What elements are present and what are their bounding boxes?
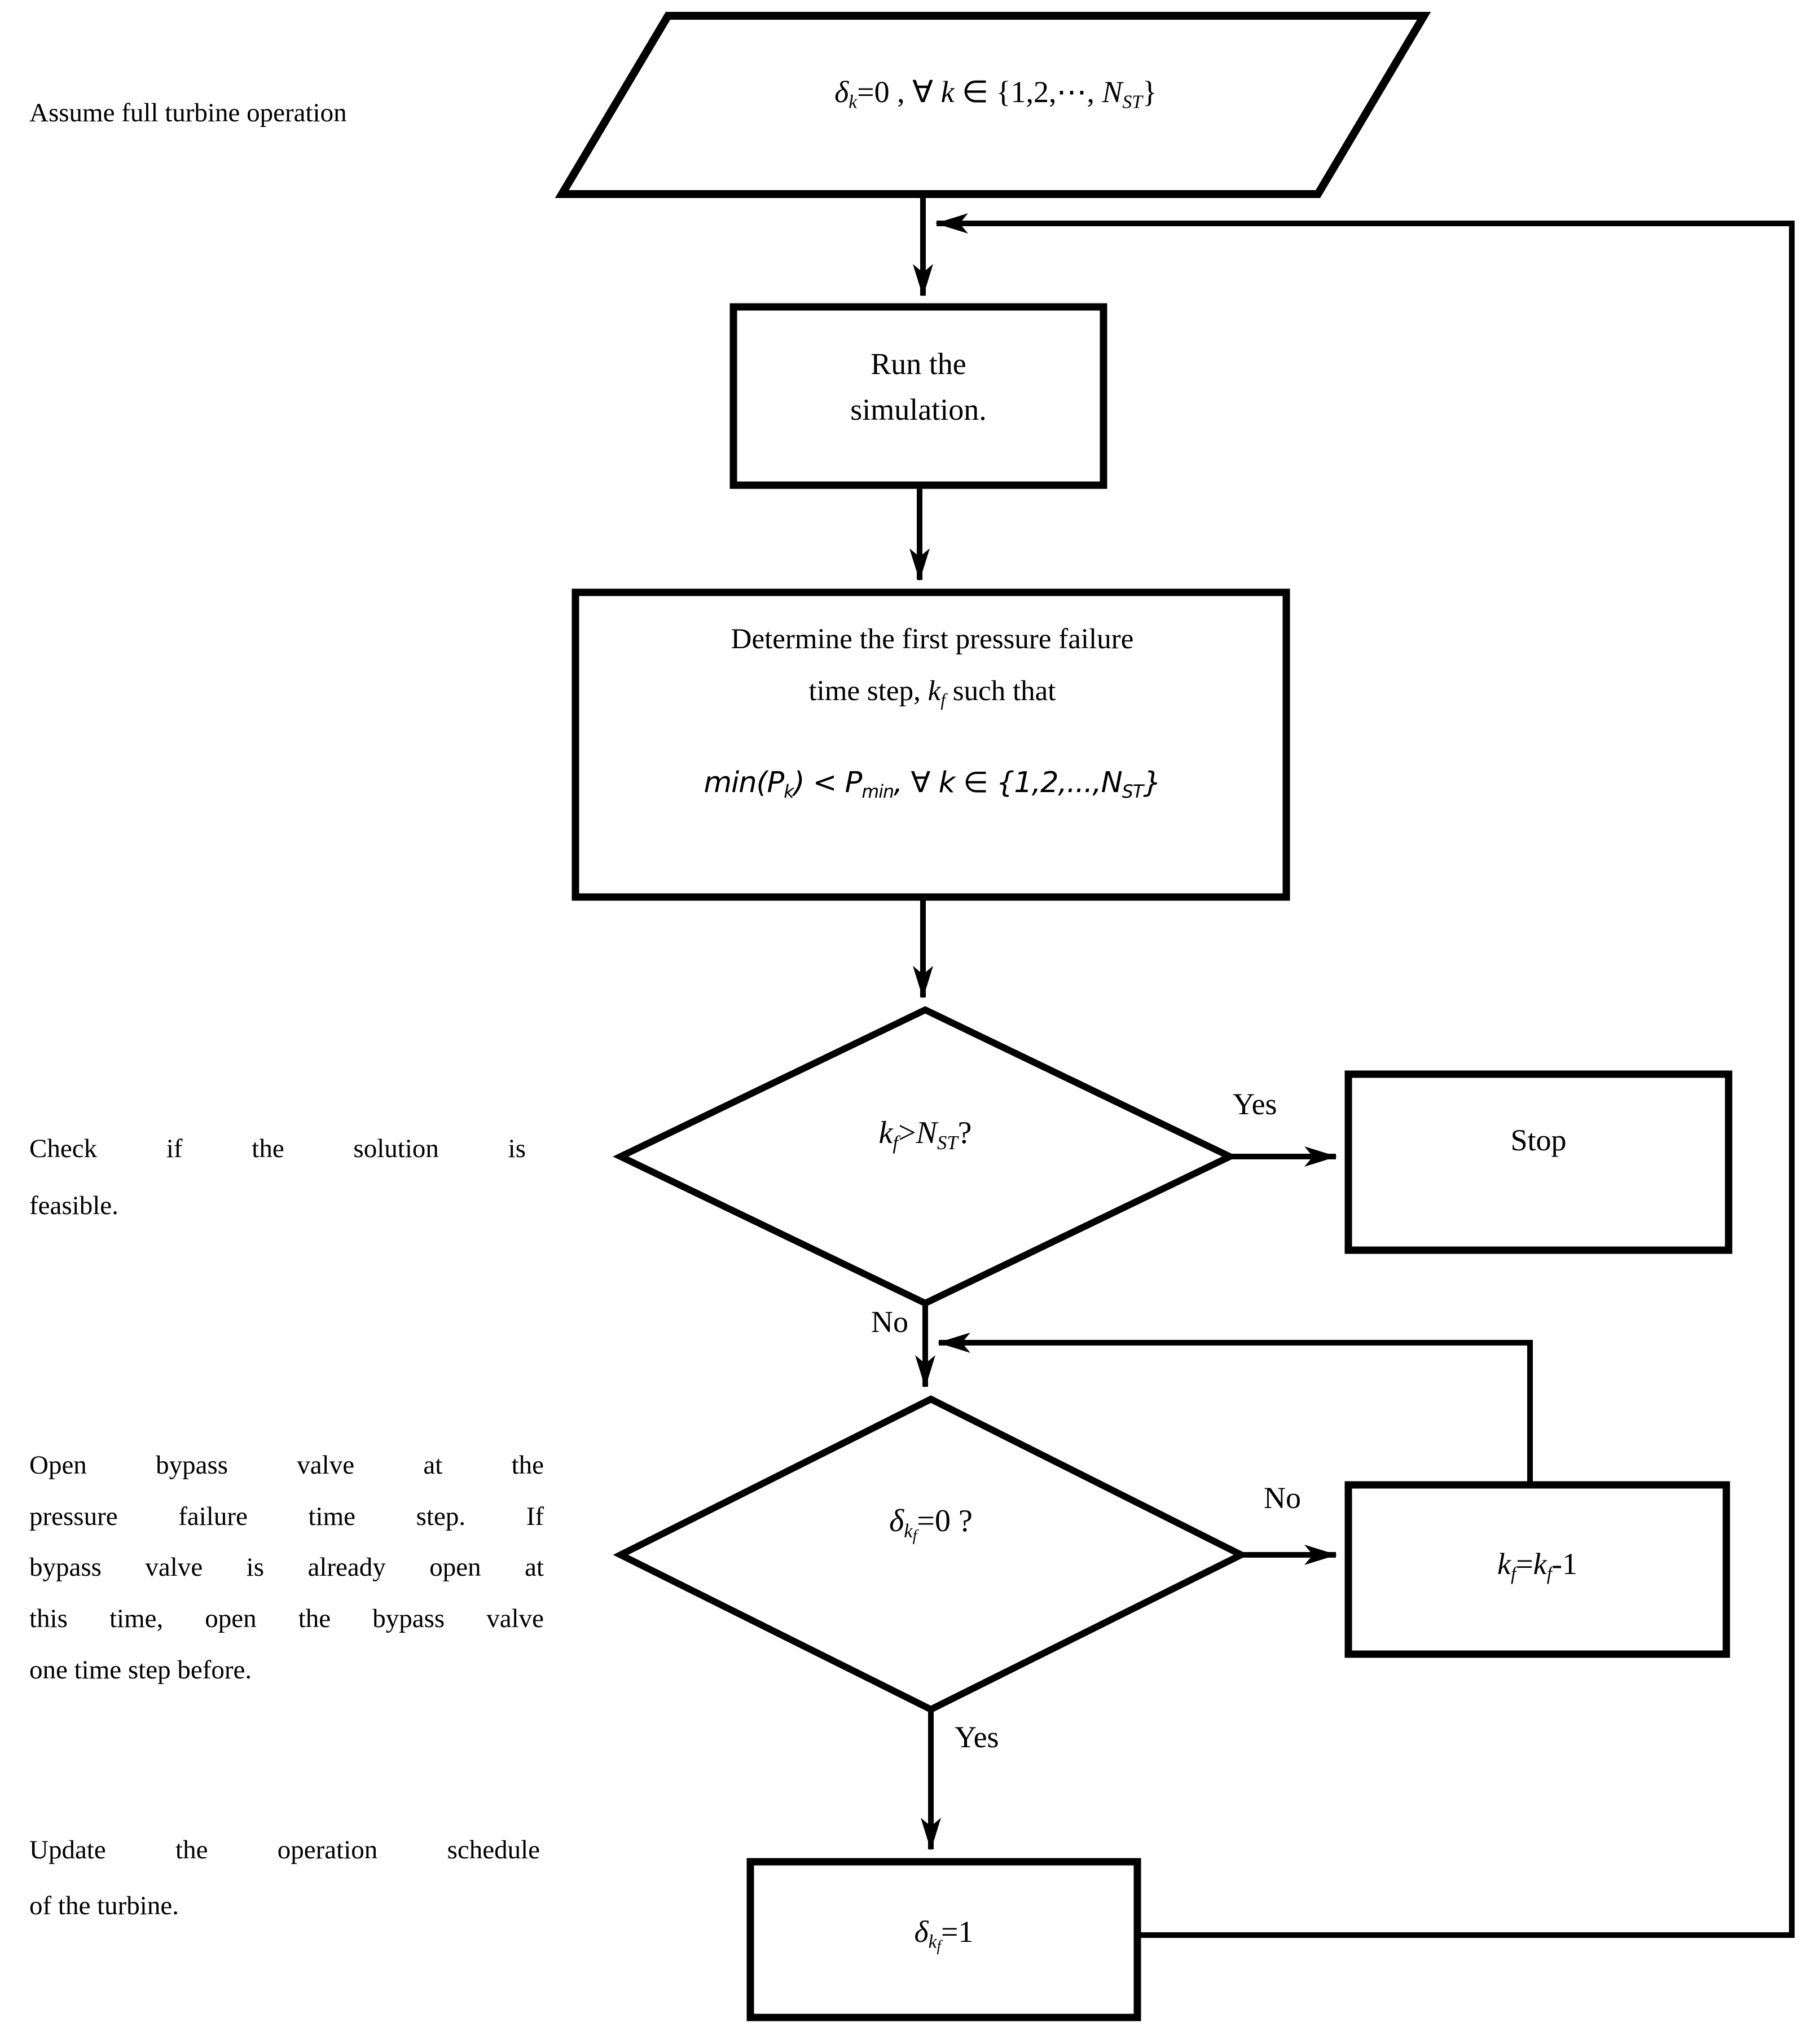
determine-formula: min(Pk) < Pmin, ∀ k ∈ {1,2,...,NST} bbox=[704, 766, 1161, 802]
note-assume-full-turbine: Assume full turbine operation bbox=[29, 98, 347, 128]
feasible-check-label: kf>NST? bbox=[878, 1115, 972, 1154]
decrement-kf-label: kf=kf-1 bbox=[1497, 1547, 1577, 1585]
init-label: δk=0 , ∀ k ∈ {1,2,⋯, NST} bbox=[834, 74, 1157, 113]
parallelogram-init bbox=[555, 12, 1431, 198]
edge-label-yes-valve: Yes bbox=[955, 1720, 999, 1754]
determine-line1: Determine the first pressure failure bbox=[731, 623, 1134, 655]
determine-failure-label: Determine the first pressure failure tim… bbox=[590, 614, 1275, 808]
stop-label: Stop bbox=[1510, 1123, 1567, 1158]
box-set-delta-one bbox=[746, 1858, 1141, 2021]
valve-check-label: δkf=0 ? bbox=[889, 1504, 973, 1545]
edge-feedback-outer bbox=[935, 213, 1795, 1938]
diamond-feasible-check bbox=[613, 1006, 1238, 1307]
box-stop bbox=[1344, 1070, 1733, 1254]
edge-label-no-feasible: No bbox=[871, 1305, 908, 1339]
edge-label-no-valve: No bbox=[1264, 1481, 1301, 1515]
determine-line2: time step, kf such that bbox=[808, 675, 1056, 710]
set-delta-one-label: δkf=1 bbox=[914, 1915, 974, 1955]
box-run-simulation bbox=[729, 303, 1107, 489]
edge-feedback-inner bbox=[938, 1333, 1533, 1485]
diamond-valve-check bbox=[613, 1395, 1249, 1713]
edge-label-yes-feasible: Yes bbox=[1233, 1087, 1277, 1121]
box-determine-failure bbox=[572, 588, 1290, 901]
box-decrement-kf bbox=[1344, 1481, 1730, 1658]
